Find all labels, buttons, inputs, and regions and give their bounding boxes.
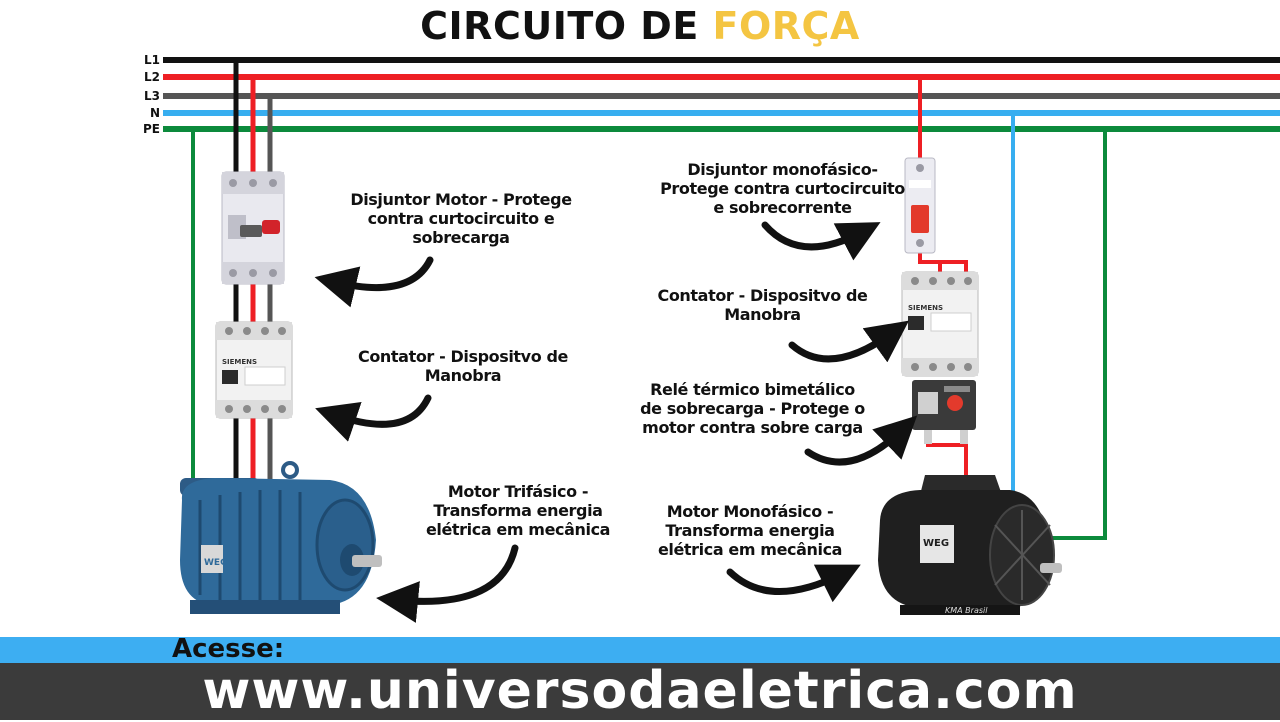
footer-blue-band bbox=[0, 637, 1280, 663]
title-main: CIRCUITO DE bbox=[420, 4, 699, 48]
right-breaker-label: Disjuntor monofásico- Protege contra cur… bbox=[660, 160, 905, 217]
breaker-icon bbox=[221, 171, 285, 285]
curved-arrow-icon bbox=[788, 320, 909, 363]
footer-dark-band bbox=[0, 663, 1280, 720]
curved-arrow-icon bbox=[804, 415, 918, 466]
bus-label-l2: L2 bbox=[144, 70, 160, 84]
left-arrows bbox=[314, 256, 519, 623]
left-breaker-label: Disjuntor Motor - Protege contra curtoci… bbox=[350, 190, 572, 247]
right-contactor-label: Contator - Dispositvo de Manobra bbox=[657, 286, 868, 324]
bus-label-l1: L1 bbox=[144, 53, 160, 67]
right-motor-caption: KMA Brasil bbox=[945, 606, 988, 615]
bus-bars bbox=[163, 57, 1280, 132]
bus-label-l3: L3 bbox=[144, 89, 160, 103]
page-title: CIRCUITO DE FORÇA bbox=[0, 4, 1280, 48]
footer-prompt: Acesse: bbox=[172, 634, 285, 664]
left-contactor-label: Contator - Dispositvo de Manobra bbox=[358, 347, 568, 385]
curved-arrow-icon bbox=[315, 394, 432, 442]
contactor-icon bbox=[215, 321, 293, 419]
left-motor-brand: WEG bbox=[204, 558, 227, 568]
right-motor-brand: WEG bbox=[923, 538, 949, 549]
footer-url-link[interactable]: www.universodaeletrica.com bbox=[202, 661, 1078, 721]
left-wires bbox=[191, 60, 273, 505]
curved-arrow-icon bbox=[314, 256, 434, 308]
right-contactor-brand: SIEMENS bbox=[908, 304, 943, 312]
right-contactor-icon bbox=[901, 271, 979, 377]
left-contactor-brand: SIEMENS bbox=[222, 358, 257, 366]
single-phase-breaker-icon bbox=[904, 157, 936, 254]
right-motor-label: Motor Monofásico - Transforma energia el… bbox=[657, 502, 843, 559]
curved-arrow-icon bbox=[761, 221, 881, 261]
bus-label-pe: PE bbox=[143, 122, 160, 136]
curved-arrow-icon bbox=[376, 544, 519, 623]
single-phase-motor-icon bbox=[878, 475, 1062, 615]
three-phase-motor-icon bbox=[180, 461, 382, 614]
bus-label-n: N bbox=[149, 106, 160, 120]
right-arrows bbox=[726, 221, 918, 603]
right-relay-label: Relé térmico bimetálico de sobrecarga - … bbox=[640, 380, 865, 437]
title-highlight: FORÇA bbox=[712, 4, 860, 48]
thermal-relay-icon bbox=[912, 380, 976, 444]
left-motor-label: Motor Trifásico - Transforma energia elé… bbox=[425, 482, 611, 539]
curved-arrow-icon bbox=[726, 564, 861, 603]
